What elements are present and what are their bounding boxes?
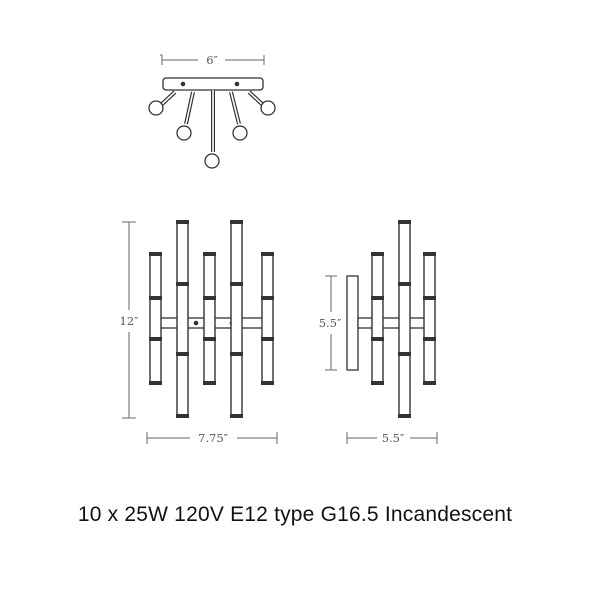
side-height-dimension: 5.5″ — [319, 275, 342, 371]
top-width-dimension: 6″ — [160, 53, 265, 67]
front-fixture — [149, 220, 274, 418]
front-view: 12″ — [120, 220, 278, 445]
front-width-label: 7.75″ — [198, 431, 229, 445]
side-depth-dimension: 5.5″ — [346, 431, 438, 445]
top-canopy-plate — [162, 77, 264, 91]
side-view: 5.5″ — [319, 220, 438, 445]
top-width-label: 6″ — [206, 53, 218, 67]
top-arms — [148, 90, 276, 169]
top-view: 6″ — [148, 53, 276, 169]
side-fixture — [346, 220, 436, 418]
front-height-dimension: 12″ — [120, 221, 140, 419]
front-width-dimension: 7.75″ — [146, 431, 278, 445]
side-height-label: 5.5″ — [319, 316, 342, 330]
bulb-spec-caption: 10 x 25W 120V E12 type G16.5 Incandescen… — [77, 503, 513, 526]
side-depth-label: 5.5″ — [382, 431, 405, 445]
front-height-label: 12″ — [120, 314, 140, 328]
